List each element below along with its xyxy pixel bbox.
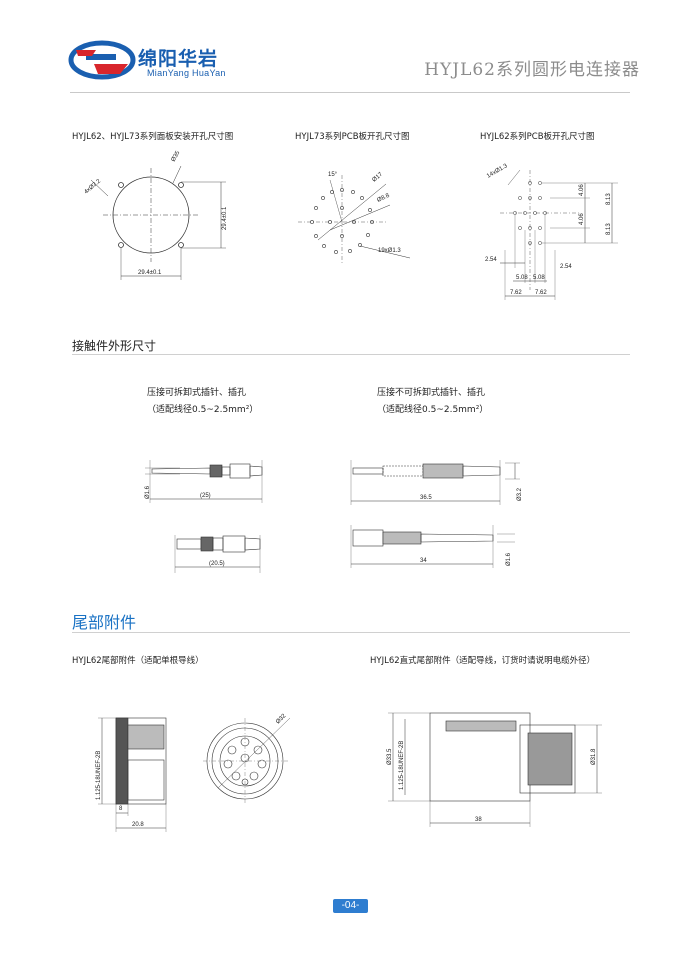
accessories-heading: 尾部附件 [72, 613, 137, 632]
straight-dia2-label: Ø31.8 [591, 748, 597, 765]
tail-accessory-side-drawing: 1.125-18UNEF-2B 8 20.8 [96, 717, 167, 832]
left-contact-note-1: 压接可拆卸式插针、插孔 [147, 388, 247, 398]
right-contact-note-1: 压接不可拆卸式插针、插孔 [377, 388, 486, 398]
fig3-h5-label: 7.62 [510, 290, 522, 296]
fig3-h3-label: 5.08 [533, 275, 545, 281]
fig3-v3-label: 4.06 [579, 213, 585, 225]
hyjl62-pcb-drawing: 14xØ1.3 4.06 8.13 4.06 8.13 2.54 5.08 5.… [485, 163, 618, 300]
company-name-cn: 绵阳华岩 [138, 48, 219, 70]
fig1-v-label: 29.4±0.1 [222, 206, 228, 230]
removable-socket-drawing: (20.5) [174, 535, 261, 573]
document-title: HYJL62系列圆形电连接器 [424, 60, 640, 80]
page-number: -04- [333, 899, 368, 913]
contacts-heading: 接触件外形尺寸 [72, 339, 157, 353]
fig3-h2-label: 5.08 [516, 275, 528, 281]
fig3-h4-label: 2.54 [560, 264, 572, 270]
caption-panel-cutout: HYJL62、HYJL73系列面板安装开孔尺寸图 [72, 132, 234, 142]
contacts-divider [72, 354, 630, 355]
caption-hyjl73-pcb: HYJL73系列PCB板开孔尺寸图 [295, 132, 410, 142]
accessories-divider [72, 632, 630, 633]
fig2-d2-label: Ø8.8 [376, 193, 391, 204]
fixed-pin-drawing: 36.5 Ø3.2 [350, 460, 523, 505]
fig3-h1-label: 2.54 [485, 257, 497, 263]
hyjl73-pcb-drawing: 15° Ø17 Ø8.8 19xØ1.3 [298, 171, 411, 265]
fig1-dia-label: Ø35 [171, 150, 182, 163]
tail-d8-label: 8 [119, 806, 123, 812]
fig2-angle-label: 15° [328, 172, 338, 178]
tail-accessory-front-drawing: Ø32 [203, 713, 291, 804]
fixed-socket-dia: Ø1.6 [506, 552, 512, 566]
fig1-holes-label: 4xØ3.2 [83, 178, 102, 195]
tail-front-dia: Ø32 [275, 713, 288, 726]
left-contact-note-2: （适配线径0.5~2.5mm²） [147, 405, 259, 415]
tail-thread-label: 1.125-18UNEF-2B [96, 751, 102, 800]
right-contact-note-2: （适配线径0.5~2.5mm²） [377, 405, 489, 415]
fig3-v2-label: 8.13 [606, 193, 612, 205]
company-name-en: MianYang HuaYan [147, 68, 226, 78]
panel-cutout-drawing: Ø35 4xØ3.2 29.4±0.1 29.4±0.1 [83, 150, 228, 280]
straight-accessory-drawing: Ø33.5 1.125-18UNEF-2B Ø31.8 38 [387, 712, 602, 827]
caption-hyjl62-pcb: HYJL62系列PCB板开孔尺寸图 [480, 132, 595, 142]
fig3-v4-label: 8.13 [606, 223, 612, 235]
right-accessory-caption: HYJL62直式尾部附件（适配导线，订货时请说明电缆外径） [370, 656, 596, 666]
fig3-v1-label: 4.06 [579, 184, 585, 196]
fixed-pin-len: 36.5 [420, 495, 432, 501]
fig3-holes-label: 14xØ1.3 [486, 163, 509, 180]
straight-len-label: 38 [475, 817, 482, 823]
straight-thread-label: 1.125-18UNEF-2B [399, 741, 405, 790]
fixed-pin-dia: Ø3.2 [517, 487, 523, 501]
removable-socket-len: (20.5) [209, 561, 225, 567]
fig3-h6-label: 7.62 [535, 290, 547, 296]
fixed-socket-drawing: 34 Ø1.6 [350, 525, 515, 568]
fig1-h-label: 29.4±0.1 [138, 270, 162, 276]
removable-pin-drawing: Ø1.6 (25) [145, 460, 263, 503]
straight-dia1-label: Ø33.5 [387, 748, 393, 765]
fig2-holes-label: 19xØ1.3 [378, 248, 401, 254]
fixed-socket-len: 34 [420, 558, 427, 564]
header-divider [70, 92, 630, 93]
removable-pin-dia: Ø1.6 [145, 485, 151, 499]
company-logo [68, 40, 136, 80]
tail-d20-label: 20.8 [132, 822, 144, 828]
removable-pin-len: (25) [200, 493, 211, 499]
left-accessory-caption: HYJL62尾部附件（适配单根导线） [72, 656, 204, 666]
fig2-d1-label: Ø17 [371, 171, 384, 183]
